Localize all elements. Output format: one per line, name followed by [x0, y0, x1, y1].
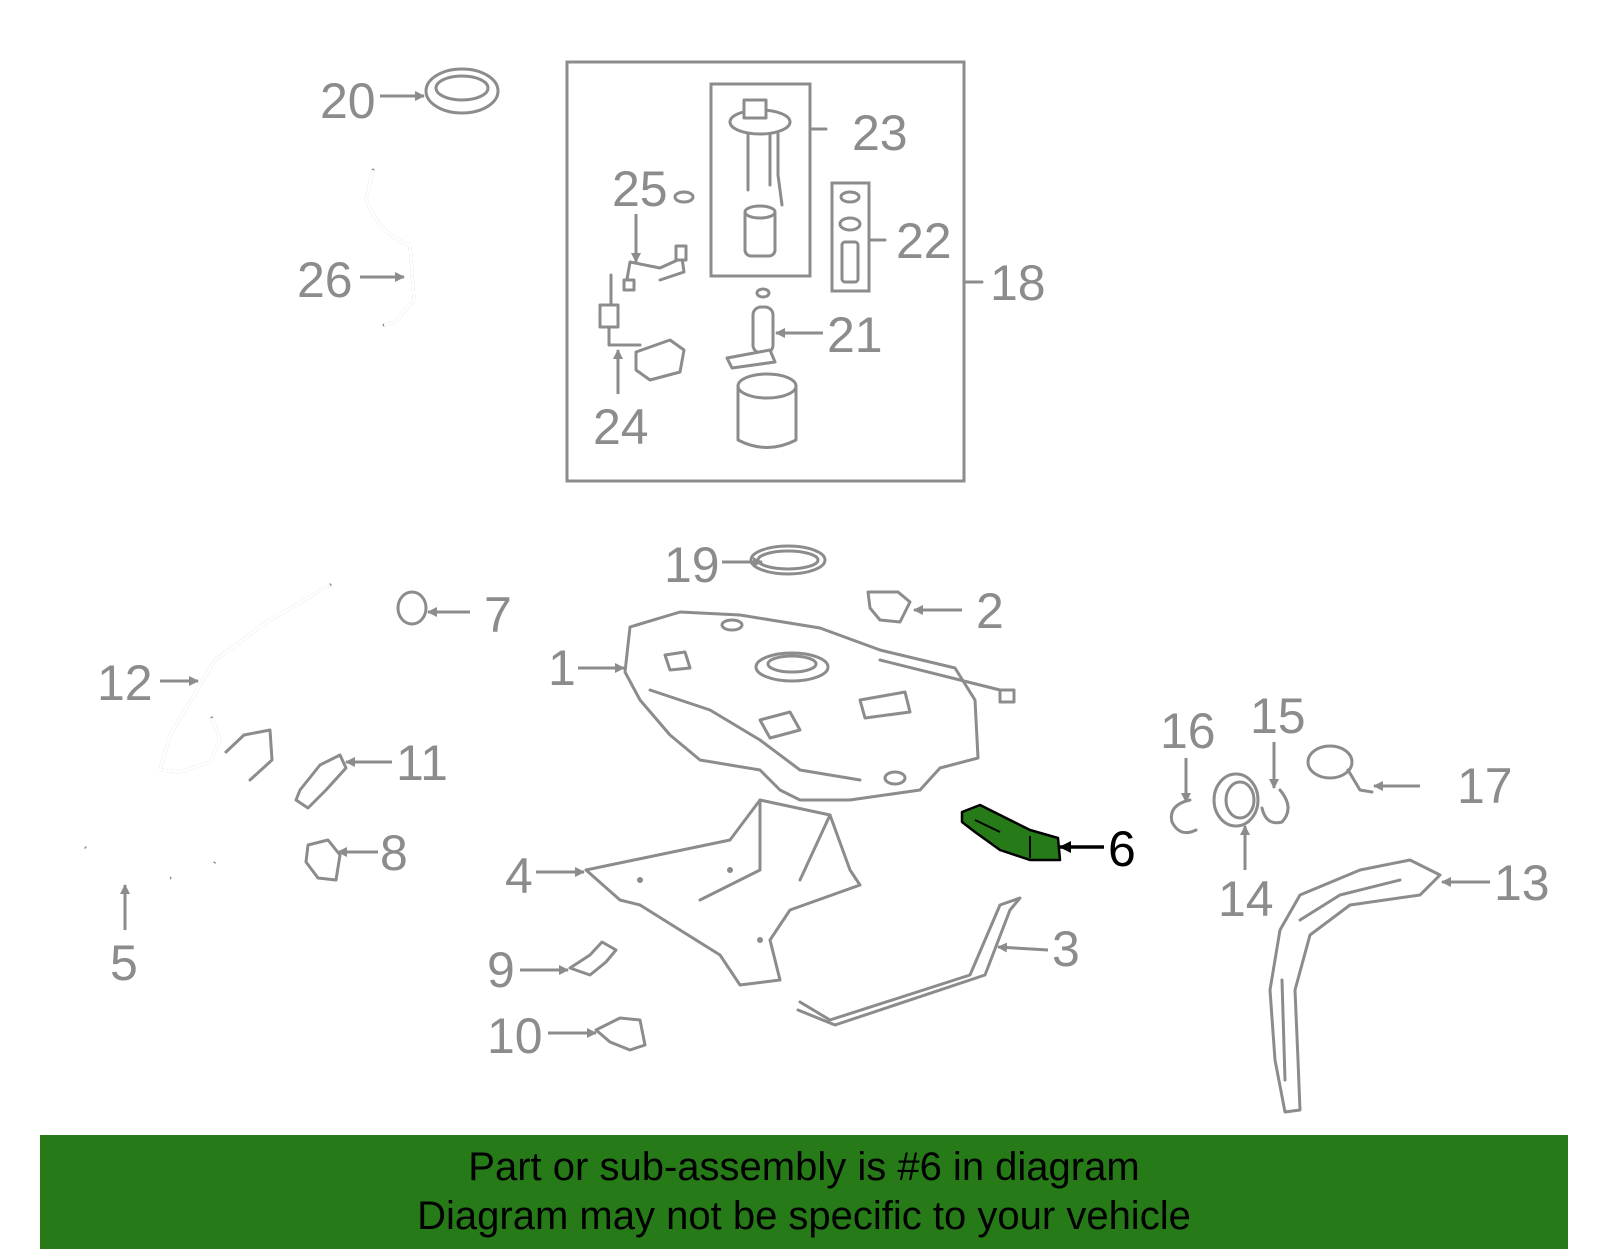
svg-text:19: 19 — [664, 537, 720, 593]
callout-11: 11 — [345, 735, 448, 791]
part-22-seals[interactable] — [838, 190, 862, 284]
callout-21: 21 — [775, 307, 883, 363]
svg-text:4: 4 — [505, 848, 533, 904]
part-12-breather-tube[interactable] — [158, 583, 332, 774]
svg-text:1: 1 — [548, 640, 576, 696]
part-19-gasket[interactable] — [749, 544, 827, 576]
part-26-vent-hose[interactable] — [364, 168, 416, 327]
svg-text:5: 5 — [110, 935, 138, 991]
svg-text:24: 24 — [593, 399, 649, 455]
svg-text:18: 18 — [990, 255, 1046, 311]
svg-text:14: 14 — [1218, 871, 1274, 927]
callout-6: 6 — [1059, 821, 1136, 877]
svg-text:20: 20 — [320, 73, 376, 129]
part-10-bracket[interactable] — [594, 1016, 647, 1052]
callout-9: 9 — [487, 942, 569, 998]
callout-8: 8 — [337, 825, 408, 881]
callout-12: 12 — [97, 655, 199, 711]
part-17-fuel-cap[interactable] — [1306, 744, 1374, 794]
callout-14: 14 — [1218, 825, 1274, 927]
part-6-filler-hose-highlighted[interactable] — [960, 803, 1062, 862]
callout-26: 26 — [297, 252, 405, 308]
part-25-wire-harness[interactable] — [622, 190, 695, 292]
svg-text:10: 10 — [487, 1008, 543, 1064]
callout-7: 7 — [427, 587, 512, 643]
callout-24: 24 — [593, 349, 649, 455]
svg-text:23: 23 — [852, 105, 908, 161]
part-13-filler-housing[interactable] — [1268, 858, 1442, 1114]
pump-assembly-box — [565, 60, 984, 483]
part-8-clip[interactable] — [304, 838, 342, 882]
banner-line-disclaimer: Diagram may not be specific to your vehi… — [417, 1194, 1191, 1238]
svg-text:25: 25 — [612, 161, 668, 217]
callout-3: 3 — [997, 921, 1080, 977]
part-3-tank-strap[interactable] — [796, 896, 1022, 1027]
callout-22: 22 — [896, 213, 952, 269]
parts-diagram: 1 2 3 4 5 6 7 8 9 10 11 12 — [83, 60, 1550, 1114]
svg-text:8: 8 — [380, 825, 408, 881]
info-banner: Part or sub-assembly is #6 in diagram Di… — [40, 1135, 1568, 1249]
svg-text:26: 26 — [297, 252, 353, 308]
part-24-sender-gauge[interactable] — [598, 273, 686, 382]
part-23-pump-bracket[interactable] — [728, 98, 792, 258]
svg-text:21: 21 — [827, 307, 883, 363]
part-5-hose[interactable] — [83, 845, 172, 887]
part-16-clip[interactable] — [1169, 798, 1198, 835]
svg-text:15: 15 — [1250, 688, 1306, 744]
callout-19: 19 — [664, 537, 763, 593]
svg-text:6: 6 — [1108, 821, 1136, 877]
svg-text:9: 9 — [487, 942, 515, 998]
svg-text:22: 22 — [896, 213, 952, 269]
callout-18: 18 — [990, 255, 1046, 311]
callout-16: 16 — [1160, 703, 1216, 803]
part-14-grommet[interactable] — [1212, 772, 1260, 828]
part-2-bracket[interactable] — [866, 590, 912, 624]
banner-line-part: Part or sub-assembly is #6 in diagram — [468, 1145, 1140, 1189]
part-1-fuel-tank[interactable] — [623, 610, 1016, 802]
callout-2: 2 — [913, 583, 1004, 639]
part-7-filler-pipe[interactable] — [212, 590, 428, 864]
callout-25: 25 — [612, 161, 668, 263]
part-21-fuel-pump[interactable] — [725, 287, 798, 449]
svg-text:12: 12 — [97, 655, 153, 711]
callout-15: 15 — [1250, 688, 1306, 789]
svg-text:11: 11 — [396, 735, 448, 791]
callout-5: 5 — [110, 884, 138, 991]
svg-text:16: 16 — [1160, 703, 1216, 759]
callout-17: 17 — [1373, 758, 1513, 814]
part-11-clamp[interactable] — [294, 753, 348, 810]
callout-23: 23 — [852, 105, 908, 161]
callout-1: 1 — [548, 640, 625, 696]
callout-4: 4 — [505, 848, 585, 904]
part-4-heat-shield[interactable] — [584, 798, 862, 987]
callout-13: 13 — [1441, 855, 1550, 911]
svg-text:13: 13 — [1494, 855, 1550, 911]
part-9-bracket[interactable] — [568, 940, 618, 977]
callout-10: 10 — [487, 1008, 597, 1064]
callout-20: 20 — [320, 73, 425, 129]
part-20-ring[interactable] — [424, 67, 500, 115]
svg-text:7: 7 — [484, 587, 512, 643]
svg-text:2: 2 — [976, 583, 1004, 639]
svg-text:17: 17 — [1457, 758, 1513, 814]
part-15-ring[interactable] — [1260, 788, 1290, 825]
svg-text:3: 3 — [1052, 921, 1080, 977]
